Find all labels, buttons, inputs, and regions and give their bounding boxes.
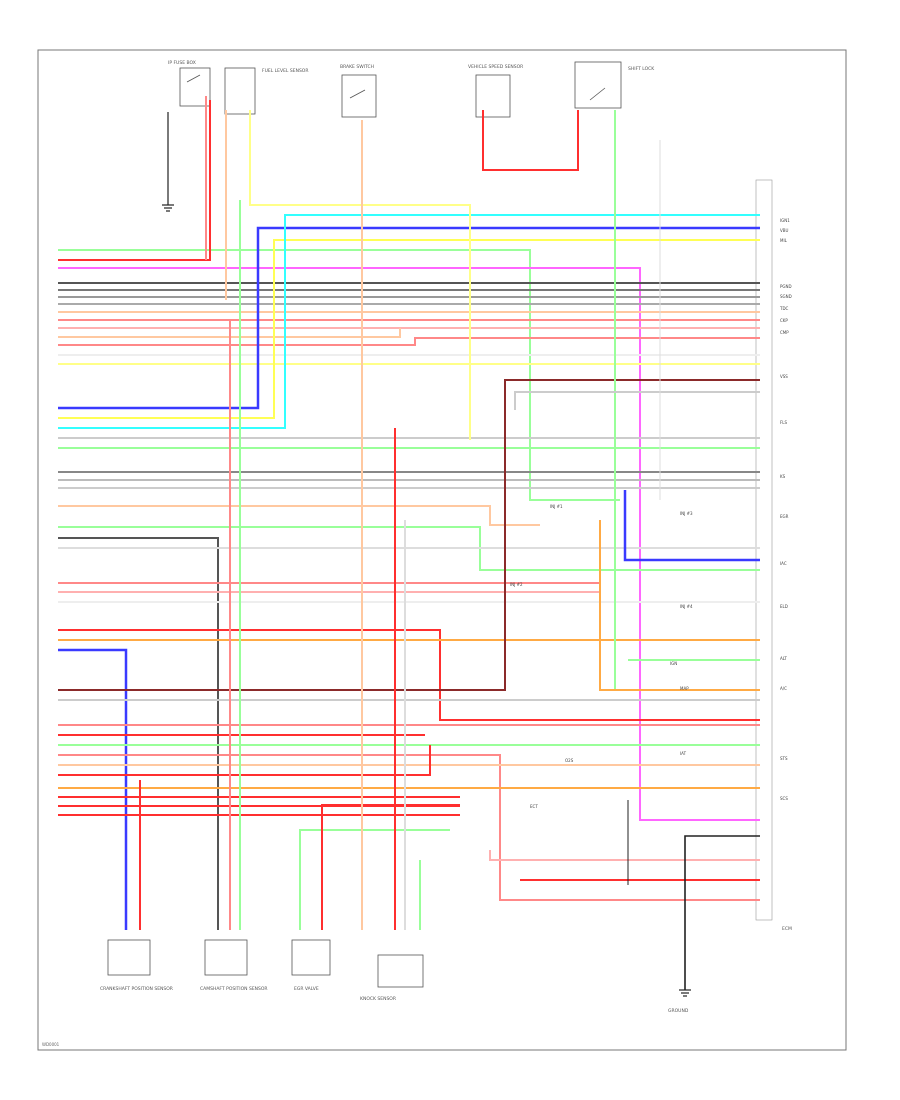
wire xyxy=(58,239,760,419)
component-label: GROUND xyxy=(668,1008,689,1014)
pin-label: A/C xyxy=(780,686,787,691)
wire xyxy=(623,490,760,562)
top-component-vehicle-speed-sensor: VEHICLE SPEED SENSOR xyxy=(468,64,523,118)
top-component-fuel-level-sensor: FUEL LEVEL SENSOR xyxy=(224,67,308,115)
pin-label: FLS xyxy=(780,420,788,425)
component-label: EGR VALVE xyxy=(294,986,319,992)
top-component-brake-switch: BRAKE SWITCH xyxy=(340,64,377,118)
component-label: KNOCK SENSOR xyxy=(360,996,396,1002)
wire xyxy=(489,850,760,861)
bottom-component-knock-sensor: KNOCK SENSOR xyxy=(360,954,424,1002)
wire xyxy=(58,745,431,776)
wire xyxy=(58,267,760,821)
mid-label: ECT xyxy=(530,804,538,809)
wire xyxy=(58,337,760,346)
mid-label: O2S xyxy=(565,758,574,763)
ecm-label: ECM xyxy=(782,926,792,932)
wire xyxy=(58,249,620,501)
mid-label: INJ #2 xyxy=(510,582,523,587)
pin-label: ELD xyxy=(780,604,788,609)
wire xyxy=(58,328,401,338)
pin-label: IAC xyxy=(780,561,787,566)
wire xyxy=(482,110,579,171)
wire xyxy=(58,214,760,429)
component-label: FUEL LEVEL SENSOR xyxy=(262,68,308,74)
wire xyxy=(58,379,760,691)
mid-label: IAT xyxy=(680,751,687,756)
pin-label: SGND xyxy=(780,294,792,299)
mid-label: IGN xyxy=(670,661,677,666)
pin-label: ALT xyxy=(780,656,787,661)
pin-label: VBU xyxy=(780,228,788,233)
component-label: CRANKSHAFT POSITION SENSOR xyxy=(100,986,173,992)
component-label: CAMSHAFT POSITION SENSOR xyxy=(200,986,268,992)
bottom-component-ground: GROUND xyxy=(668,989,691,1014)
wire xyxy=(58,226,760,410)
pin-label: KS xyxy=(780,474,786,479)
wire xyxy=(58,100,211,261)
component-label: VEHICLE SPEED SENSOR xyxy=(468,64,523,70)
pin-label: EGR xyxy=(780,514,789,519)
pin-label: STS xyxy=(780,756,788,761)
wire xyxy=(599,520,760,691)
right-pin-labels: IGN1 VBU MIL PGND SGND TDC CKP CMP VSS F… xyxy=(779,218,792,801)
pin-label: VSS xyxy=(780,374,788,379)
pin-label: SCS xyxy=(780,796,788,801)
ground-symbol-top xyxy=(162,112,174,212)
bottom-component-crankshaft-sensor: CRANKSHAFT POSITION SENSOR xyxy=(100,939,173,992)
ecm-connector: ECM xyxy=(755,179,792,932)
footer-code: WD0001 xyxy=(42,1042,60,1047)
pin-label: CMP xyxy=(780,330,789,335)
wire xyxy=(58,629,760,721)
wire xyxy=(58,537,219,930)
wire-bundle xyxy=(58,96,760,990)
component-label: SHIFT LOCK xyxy=(628,66,655,72)
wire xyxy=(58,648,128,930)
pin-label: MIL xyxy=(780,238,788,243)
top-component-shift-lock: SHIFT LOCK xyxy=(574,61,655,109)
top-component-ip-fuse-box: IP FUSE BOX xyxy=(168,60,211,107)
mid-label: INJ #1 xyxy=(550,504,563,509)
wire xyxy=(321,804,460,930)
component-label: IP FUSE BOX xyxy=(168,60,196,66)
pin-label: TDC xyxy=(779,306,789,311)
mid-label: INJ #3 xyxy=(680,511,693,516)
mid-label: MAP xyxy=(680,686,689,691)
wire xyxy=(684,835,760,990)
diagram-border xyxy=(37,49,847,1051)
mid-label: INJ #4 xyxy=(680,604,693,609)
pin-label: CKP xyxy=(780,318,788,323)
wire xyxy=(58,754,760,901)
wire xyxy=(514,391,760,410)
wire xyxy=(299,829,450,930)
mid-labels: INJ #1 INJ #2 INJ #3 INJ #4 IGN O2S ECT … xyxy=(510,504,693,809)
bottom-component-egr-valve: EGR VALVE xyxy=(291,939,331,992)
bottom-component-camshaft-sensor: CAMSHAFT POSITION SENSOR xyxy=(200,939,268,992)
wire xyxy=(249,110,471,440)
wire xyxy=(58,505,540,526)
pin-label: PGND xyxy=(780,284,792,289)
component-label: BRAKE SWITCH xyxy=(340,64,374,70)
pin-label: IGN1 xyxy=(780,218,790,223)
